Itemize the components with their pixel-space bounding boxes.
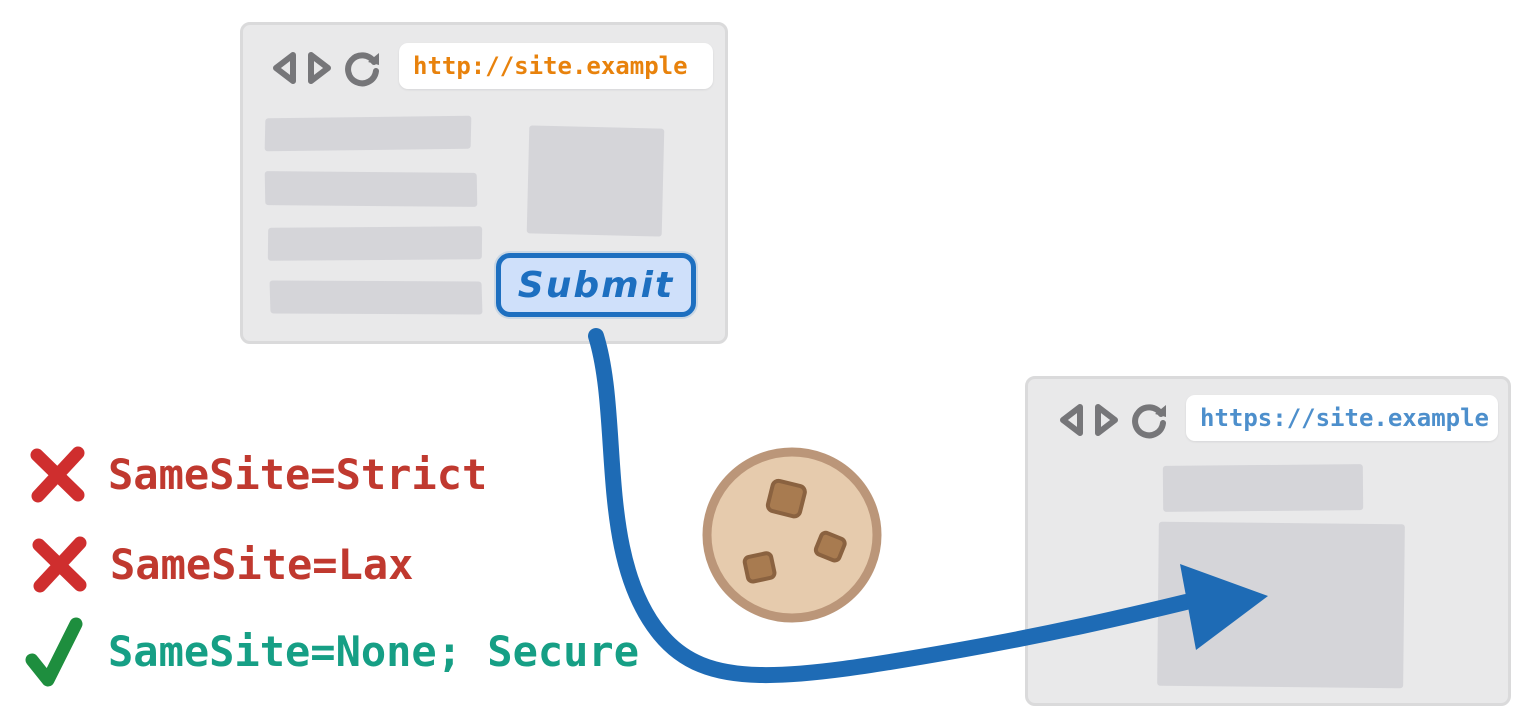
forward-icon[interactable] (1092, 403, 1120, 437)
submit-button[interactable]: Submit (496, 253, 696, 317)
rule-label: SameSite=Strict (108, 449, 488, 499)
content-line (264, 171, 478, 207)
url-text: http://site.example (413, 52, 688, 80)
rule-samesite-strict: SameSite=Strict (28, 445, 487, 503)
content-line (269, 280, 483, 315)
content-box (1157, 521, 1405, 689)
source-browser-window: http://site.example Submit (240, 22, 728, 344)
forward-icon[interactable] (305, 51, 333, 85)
rule-label: SameSite=Lax (110, 539, 414, 589)
back-icon[interactable] (1058, 403, 1086, 437)
content-line (267, 226, 483, 261)
reload-icon[interactable] (343, 49, 381, 87)
reload-icon[interactable] (1130, 401, 1168, 439)
cookie-icon (702, 447, 882, 623)
content-box (526, 125, 665, 237)
url-bar[interactable]: http://site.example (399, 43, 713, 89)
url-text: https://site.example (1200, 404, 1489, 432)
content-line (264, 115, 472, 152)
target-browser-window: https://site.example (1025, 376, 1511, 706)
rule-label: SameSite=None; Secure (108, 626, 640, 676)
cross-icon (32, 536, 87, 593)
back-icon[interactable] (271, 51, 299, 85)
url-bar[interactable]: https://site.example (1186, 395, 1498, 441)
cross-icon (30, 446, 85, 503)
rule-samesite-none-secure: SameSite=None; Secure (22, 614, 639, 688)
check-icon (25, 617, 83, 687)
content-line (1162, 464, 1364, 512)
rule-samesite-lax: SameSite=Lax (30, 535, 413, 593)
